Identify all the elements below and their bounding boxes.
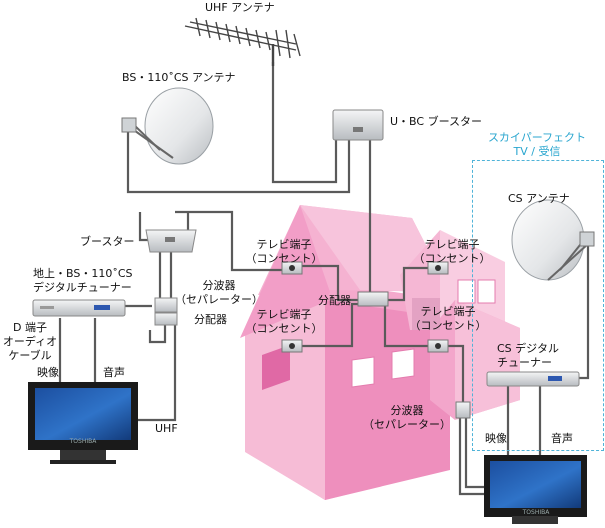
booster-icon bbox=[145, 229, 197, 253]
d-terminal-label-line1: D 端子 bbox=[13, 321, 47, 334]
splitter-label-line1: 分波器 bbox=[202, 279, 236, 292]
outlet-tr-label-line1: テレビ端子 bbox=[424, 238, 480, 251]
d-terminal-label-line2: オーディオ bbox=[2, 335, 58, 348]
d-terminal-label-line3: ケーブル bbox=[8, 349, 52, 362]
outlet-bl-label-line2: （コンセント） bbox=[245, 322, 323, 335]
left-tv-icon bbox=[28, 382, 138, 464]
cs-antenna-label: CS アンテナ bbox=[508, 192, 570, 205]
booster-label: ブースター bbox=[80, 235, 135, 248]
uhf-label: UHF bbox=[155, 422, 178, 435]
u-bc-booster-icon bbox=[332, 109, 384, 141]
house-distributor-label: 分配器 bbox=[318, 294, 351, 307]
right-audio-label: 音声 bbox=[551, 432, 573, 445]
left-tv-brand: TOSHIBA bbox=[69, 438, 97, 445]
outlet-br-label-line1: テレビ端子 bbox=[420, 305, 476, 318]
cs-splitter-icon bbox=[455, 401, 471, 419]
skyperfect-label-line2: TV / 受信 bbox=[513, 145, 561, 158]
right-video-label: 映像 bbox=[485, 432, 507, 445]
skyperfect-label-line1: スカイパーフェクト bbox=[487, 131, 587, 144]
tuner-label-line2: デジタルチューナー bbox=[33, 281, 132, 294]
u-bc-booster-label: U・BC ブースター bbox=[390, 115, 483, 128]
left-distributor-label: 分配器 bbox=[194, 313, 227, 326]
distributor-icon bbox=[357, 291, 389, 307]
outlet-tr-label-line2: （コンセント） bbox=[413, 252, 491, 265]
tuner-label-line1: 地上・BS・110˚CS bbox=[33, 267, 133, 280]
outlet-br-label-line2: （コンセント） bbox=[409, 319, 487, 332]
right-tv-icon bbox=[484, 455, 587, 524]
cs-tuner-label-line1: CS デジタル bbox=[497, 342, 559, 355]
left-audio-label: 音声 bbox=[103, 366, 125, 379]
cs-tuner-label-line2: チューナー bbox=[497, 356, 552, 369]
cs-tuner-icon bbox=[486, 371, 580, 387]
outlet-tl-label-line2: （コンセント） bbox=[245, 252, 323, 265]
right-tv-brand: TOSHIBA bbox=[522, 509, 550, 516]
bs-cs-antenna-label: BS・110˚CS アンテナ bbox=[122, 71, 236, 84]
digital-tuner-icon bbox=[32, 299, 126, 317]
outlet-bl-label-line1: テレビ端子 bbox=[256, 308, 312, 321]
cs-splitter-label-line1: 分波器 bbox=[390, 404, 424, 417]
uhf-antenna-label: UHF アンテナ bbox=[205, 1, 275, 14]
uhf-antenna-icon bbox=[184, 17, 301, 66]
left-video-label: 映像 bbox=[37, 366, 59, 379]
skyperfect-area-box bbox=[472, 160, 604, 451]
outlet-tl-label-line1: テレビ端子 bbox=[256, 238, 312, 251]
tv-outlet-icons bbox=[281, 261, 449, 353]
cs-splitter-label-line2: （セパレーター） bbox=[363, 418, 451, 431]
splitter-label-line2: （セパレーター） bbox=[175, 293, 263, 306]
bs-dish-icon bbox=[121, 87, 214, 165]
splitter-icon bbox=[154, 297, 178, 326]
cs-dish-icon bbox=[511, 199, 595, 281]
